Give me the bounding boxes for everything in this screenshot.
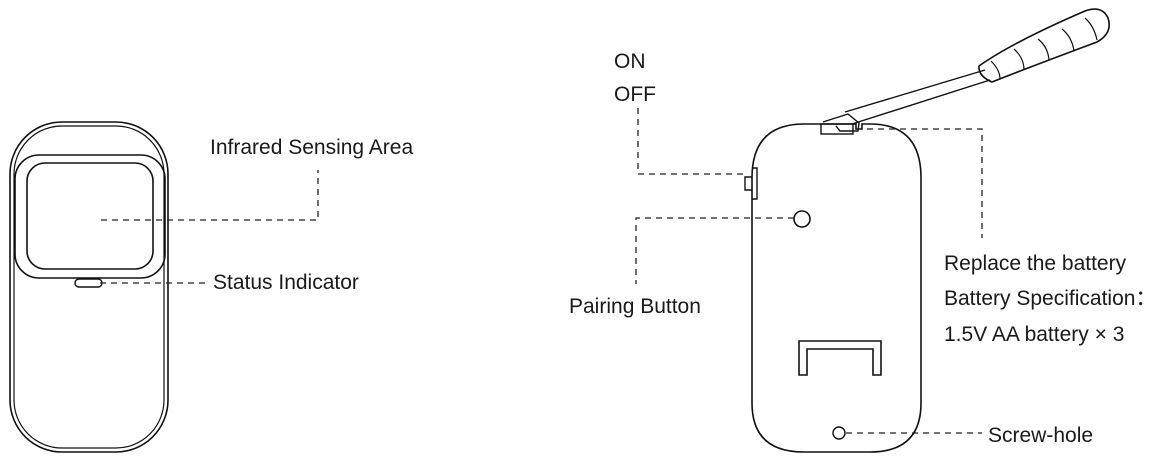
replace-battery-label: Replace the battery: [944, 252, 1127, 275]
mounting-bracket-slot: [798, 340, 882, 376]
sensor-front-inner-shell: [13, 125, 165, 449]
pairing-button-leader-line: [635, 217, 794, 284]
battery-cover-slot: [820, 123, 854, 135]
status-indicator-label: Status Indicator: [213, 271, 359, 294]
battery-spec-value-label: 1.5V AA battery × 3: [944, 323, 1124, 346]
infrared-area-leader-line: [101, 170, 319, 221]
infrared-sensing-window-frame: [14, 154, 166, 279]
screwdriver-shaft: [844, 69, 991, 125]
sensor-front-outer-shell: [9, 121, 169, 453]
screwdriver-tip: [822, 113, 860, 132]
screwdriver-handle-ribs: [990, 17, 1098, 80]
infrared-sensing-window: [26, 162, 154, 270]
sensor-back-view: [744, 123, 922, 453]
pairing-button: [793, 210, 811, 228]
battery-leader-line: [856, 128, 983, 238]
switch-on-label: ON: [614, 50, 646, 73]
on-off-switch: [744, 167, 758, 200]
switch-leader-line: [637, 108, 744, 175]
status-indicator-led: [74, 278, 103, 288]
battery-spec-title-label: Battery Specification：: [944, 287, 1156, 310]
screwdriver-icon: [822, 8, 1110, 132]
screwdriver-handle: [978, 8, 1110, 83]
screw-hole-label: Screw-hole: [988, 424, 1093, 447]
switch-off-label: OFF: [614, 83, 656, 106]
sensor-front-view: [9, 121, 169, 453]
pairing-button-label: Pairing Button: [569, 295, 701, 318]
screw-hole: [832, 426, 846, 440]
infrared-sensing-area-label: Infrared Sensing Area: [210, 136, 413, 159]
sensor-back-shell: [751, 123, 922, 453]
